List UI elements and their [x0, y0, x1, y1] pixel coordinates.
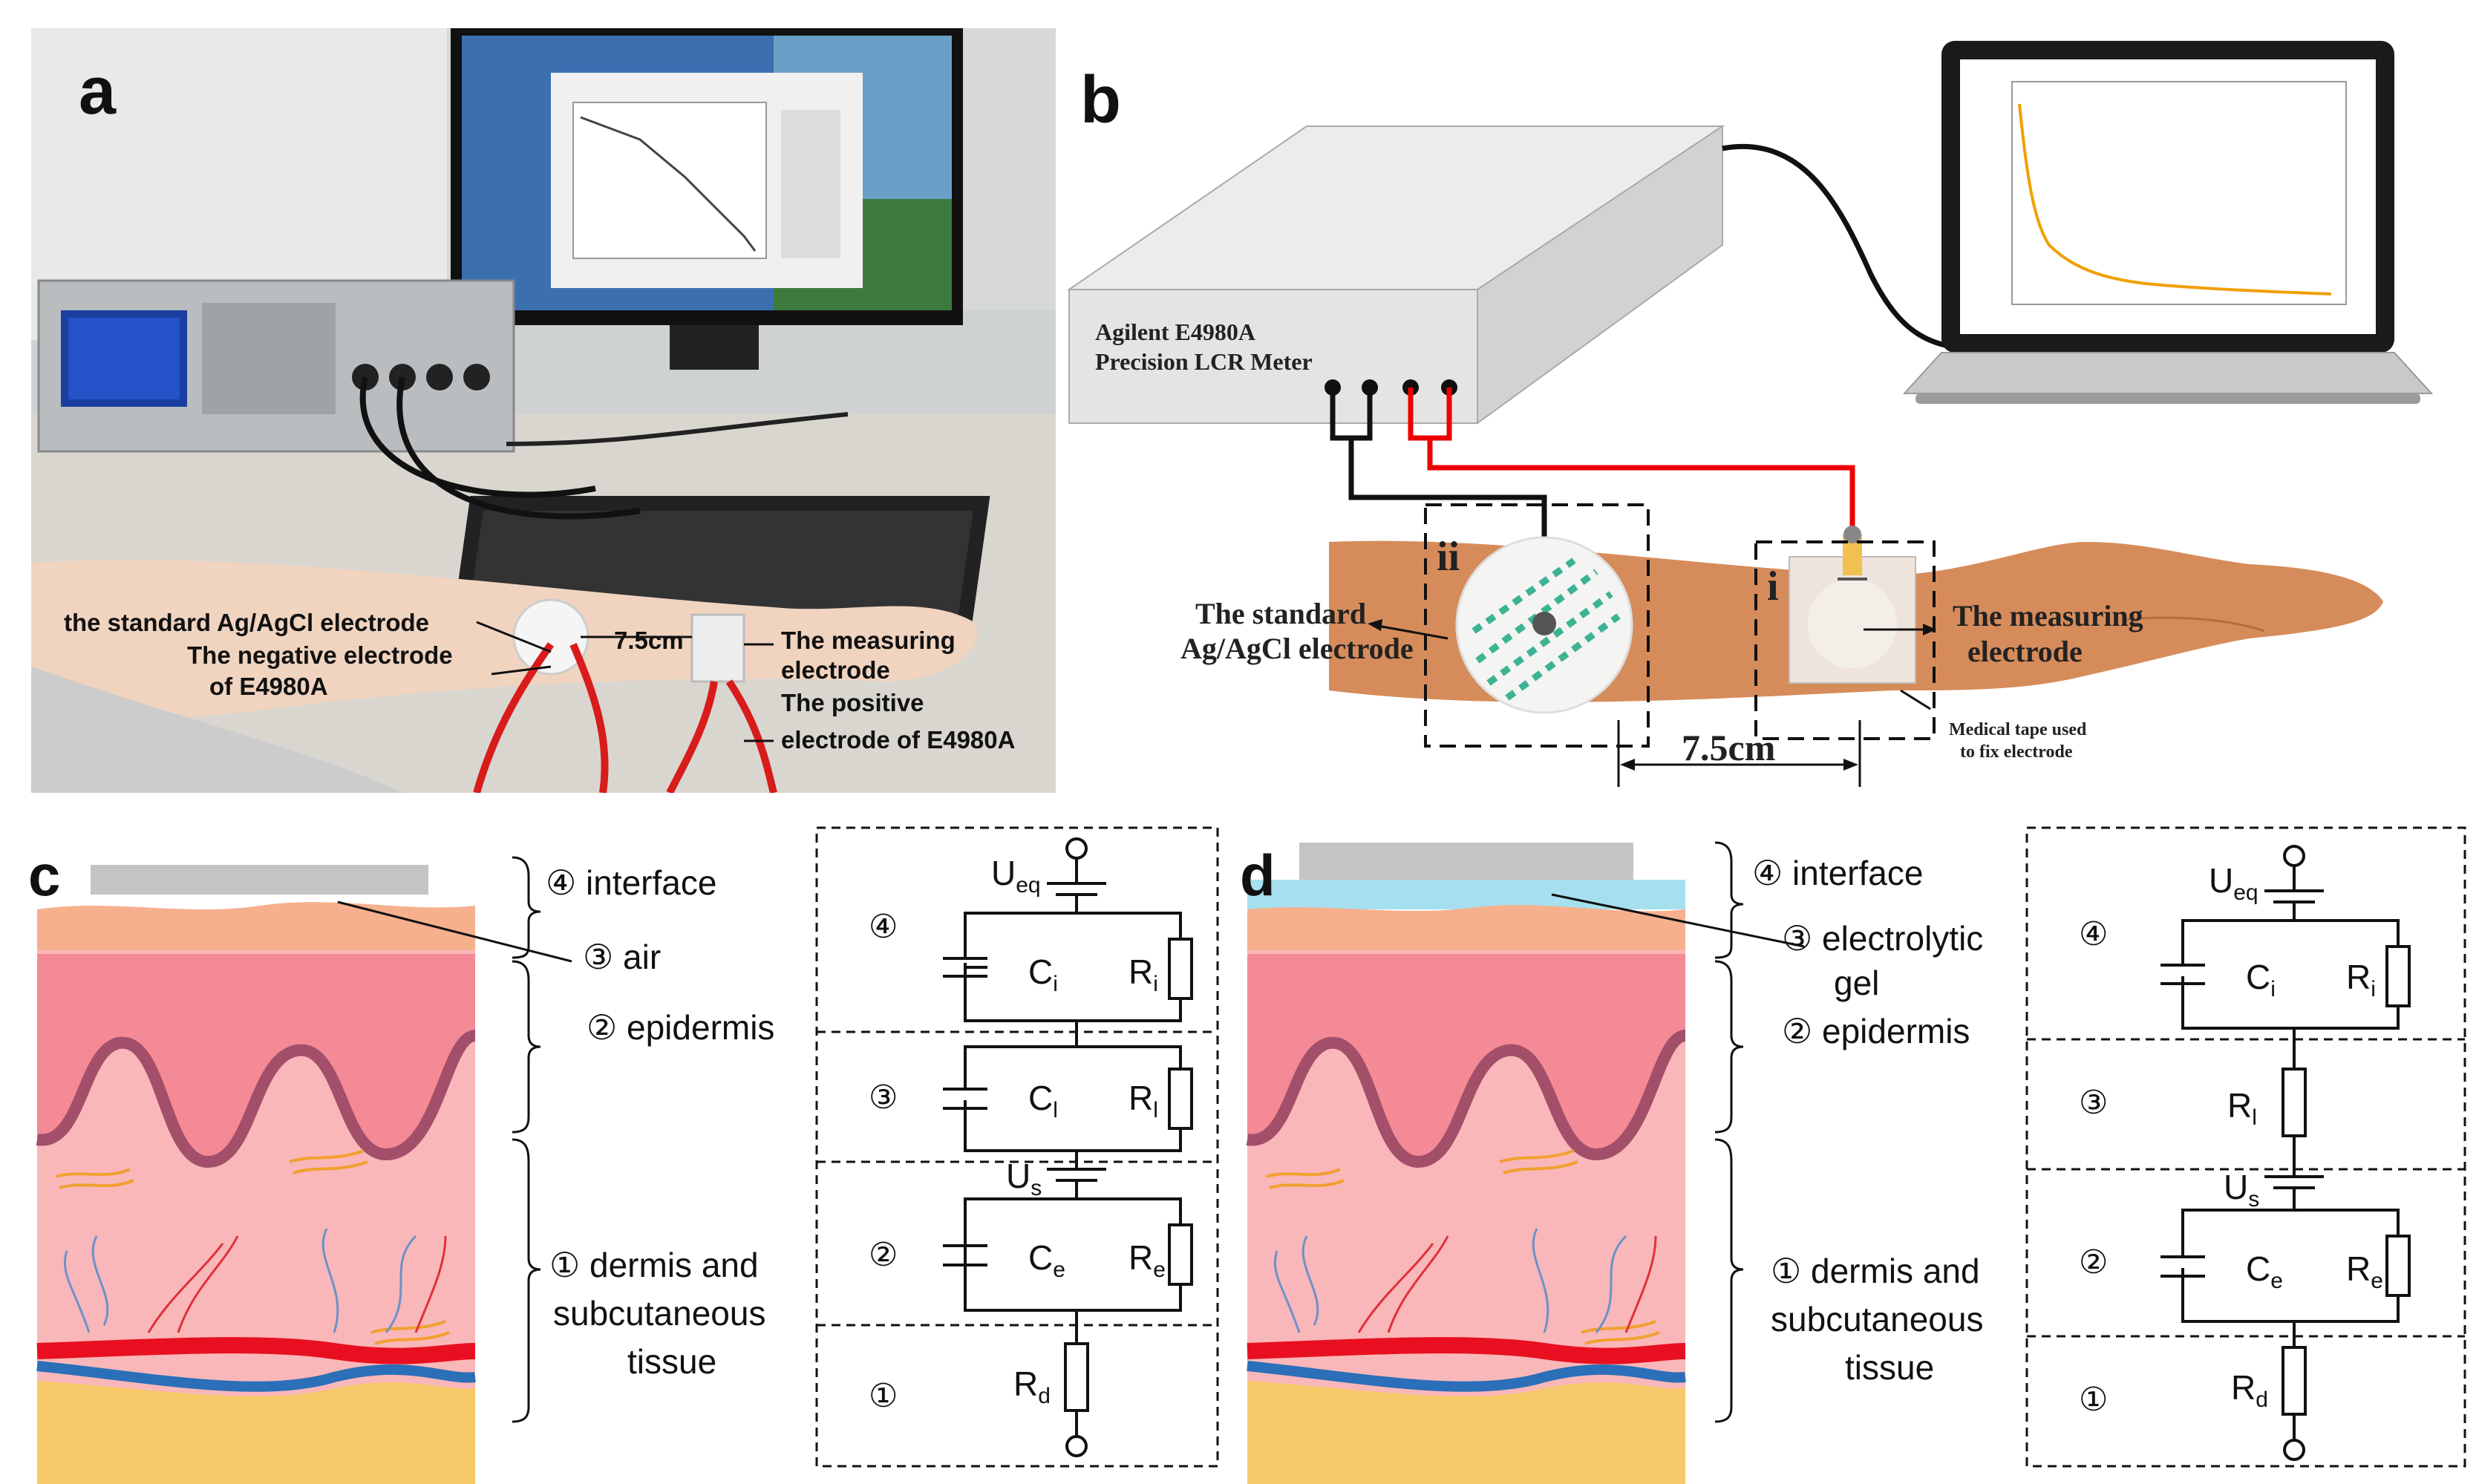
d-node-2: ② — [2079, 1243, 2109, 1281]
d-us: Us — [2224, 1168, 2260, 1212]
circuit-c — [939, 837, 1193, 1457]
label-i: i — [1767, 563, 1779, 609]
d-re: Re — [2346, 1249, 2383, 1294]
c-ce: Ce — [1028, 1238, 1065, 1283]
d-node-1: ① — [2079, 1381, 2109, 1419]
a-neg-electrode-label-1: The negative electrode — [187, 641, 453, 669]
c-rd: Rd — [1013, 1364, 1051, 1409]
a-positive-label-2: electrode of E4980A — [781, 726, 1016, 754]
d-rl: Rl — [2227, 1086, 2257, 1131]
panel-label-c: c — [28, 843, 61, 908]
distance-label-b: 7.5cm — [1682, 727, 1776, 768]
c-node-1: ① — [869, 1377, 898, 1415]
c-re: Re — [1129, 1238, 1166, 1283]
meter-label-1: Agilent E4980A — [1095, 318, 1255, 345]
setup-diagram — [1066, 41, 2434, 787]
panel-label-a: a — [79, 54, 117, 128]
gel-layer — [1247, 880, 1685, 909]
box-i — [1754, 540, 1936, 740]
c-epidermis-label: ② epidermis — [587, 1008, 775, 1047]
impedance-curve — [2018, 103, 2332, 295]
arm-photo — [31, 559, 978, 733]
meas-electrode-label-1: The measuring — [1953, 599, 2143, 633]
c-ri: Ri — [1129, 952, 1158, 997]
skin-cross-section-d — [1246, 826, 2466, 1484]
tape-label-2: to fix electrode — [1960, 742, 2073, 762]
panel-label-b: b — [1080, 63, 1121, 137]
electrode-plate-d — [1299, 843, 1633, 880]
epidermis-layer — [37, 954, 475, 1162]
d-node-3: ③ — [2079, 1084, 2109, 1122]
c-ueq: Ueq — [991, 854, 1041, 898]
c-air-label: ③ air — [583, 938, 662, 976]
d-ueq: Ueq — [2209, 861, 2258, 906]
d-dermis-label-1: ① dermis and — [1771, 1252, 1980, 1290]
a-neg-electrode-label-2: of E4980A — [209, 673, 328, 700]
d-rd: Rd — [2231, 1368, 2268, 1413]
fat-layer — [37, 1381, 475, 1484]
c-rl: Rl — [1129, 1079, 1158, 1123]
a-measuring-label-2: electrode — [781, 656, 890, 684]
d-interface-label: ④ interface — [1752, 854, 1924, 892]
vein — [36, 1361, 476, 1392]
c-us: Us — [1006, 1157, 1042, 1201]
std-electrode-label-1: The standard — [1195, 597, 1367, 630]
panel-label-d: d — [1240, 843, 1276, 908]
meter-label-2: Precision LCR Meter — [1095, 348, 1313, 375]
c-ci: Ci — [1028, 952, 1058, 997]
label-ii: ii — [1437, 534, 1460, 580]
photo-scene — [31, 28, 1056, 793]
d-dermis-label-3: tissue — [1845, 1348, 1935, 1387]
d-gel-label-2: gel — [1834, 964, 1880, 1002]
c-dermis-label-2: subcutaneous — [553, 1294, 766, 1333]
d-dermis-label-2: subcutaneous — [1771, 1300, 1984, 1338]
c-dermis-label-3: tissue — [627, 1342, 717, 1381]
circuit-box-c — [815, 826, 1219, 1468]
panel-c-air: c ④ interface ③ air ② epidermis ① dermis… — [0, 813, 1232, 1484]
c-node-3: ③ — [869, 1079, 898, 1117]
meas-electrode-label-2: electrode — [1967, 635, 2083, 668]
box-ii — [1424, 503, 1650, 748]
panel-a-photo: a the standard Ag/AgCl electrode The neg… — [31, 28, 1056, 793]
d-gel-label-1: ③ electrolytic — [1782, 919, 1984, 958]
laptop-base — [1902, 352, 2434, 394]
circuit-d — [2160, 845, 2411, 1461]
std-electrode-label-2: Ag/AgCl electrode — [1180, 632, 1414, 665]
panel-b-setup: b Agilent E4980A Precision LCR Meter ii … — [1062, 22, 2472, 794]
d-node-4: ④ — [2079, 915, 2109, 953]
c-cl: Cl — [1028, 1079, 1058, 1123]
a-positive-label-1: The positive — [781, 689, 924, 716]
d-ce: Ce — [2246, 1249, 2283, 1294]
a-measuring-label-1: The measuring — [781, 627, 956, 654]
skin-cross-section-c — [36, 826, 1219, 1484]
d-ci: Ci — [2246, 958, 2276, 1002]
d-ri: Ri — [2346, 958, 2376, 1002]
measuring-electrode — [1808, 579, 1897, 668]
a-std-electrode-label: the standard Ag/AgCl electrode — [64, 609, 430, 636]
c-interface-label: ④ interface — [546, 863, 717, 902]
c-dermis-label-1: ① dermis and — [549, 1246, 759, 1284]
a-distance-label: 7.5cm — [614, 627, 684, 654]
tape-label-1: Medical tape used — [1949, 720, 2087, 739]
electrode-plate — [91, 865, 428, 895]
panel-d-gel: d ④ interface ③ electrolytic gel ② epide… — [1240, 813, 2479, 1484]
circuit-box-d — [2025, 826, 2466, 1468]
c-node-4: ④ — [869, 908, 898, 946]
d-epidermis-label: ② epidermis — [1782, 1012, 1970, 1050]
artery — [36, 1337, 476, 1364]
c-node-2: ② — [869, 1236, 898, 1274]
